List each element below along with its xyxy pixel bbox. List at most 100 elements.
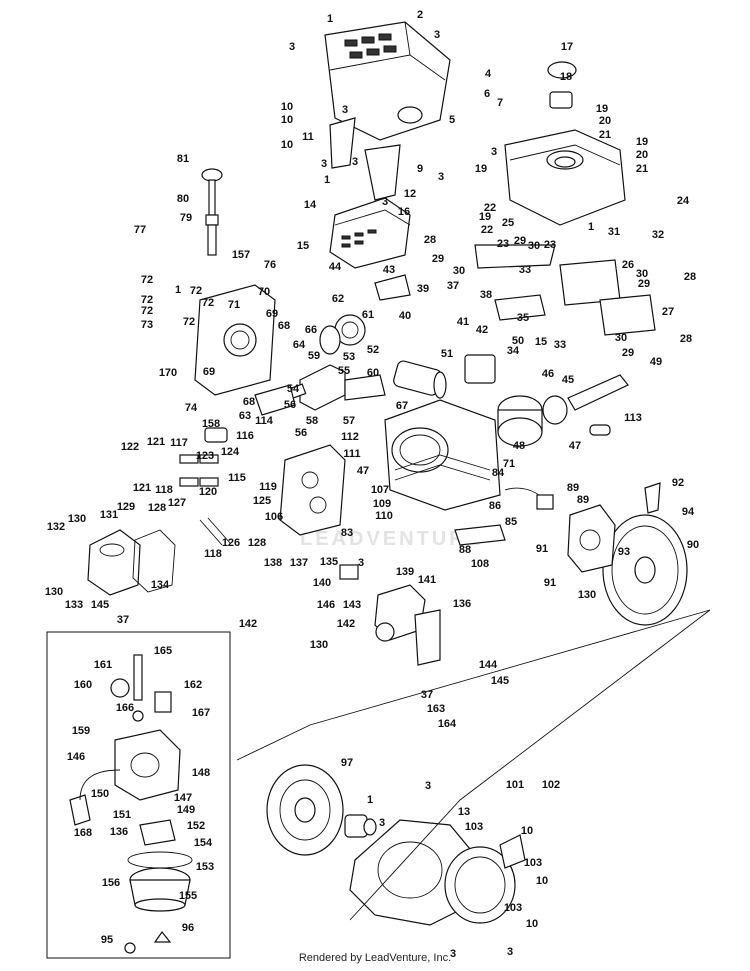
callout-label: 110: [375, 510, 393, 522]
callout-label: 170: [159, 367, 177, 379]
callout-label: 157: [232, 249, 250, 261]
crankcase-cover: [194, 284, 276, 396]
callout-label: 149: [177, 804, 195, 816]
callout-label: 132: [47, 521, 65, 533]
callout-label: 103: [465, 821, 483, 833]
callout-label: 28: [680, 333, 692, 345]
callout-label: 3: [450, 948, 456, 960]
callout-label: 113: [624, 412, 642, 424]
valve-cover: [87, 529, 141, 596]
callout-label: 3: [352, 156, 358, 168]
camshaft: [254, 384, 296, 416]
callout-label: 114: [255, 415, 274, 427]
fuel-cap: [547, 61, 577, 109]
callout-label: 1: [324, 174, 330, 186]
callout-label: 52: [367, 344, 379, 356]
callout-label: 90: [687, 539, 699, 551]
callout-label: 1: [588, 221, 594, 233]
callout-label: 147: [174, 792, 192, 804]
tank-bracket-27: [599, 294, 656, 336]
heat-shield: [329, 117, 356, 169]
callout-label: 30: [636, 268, 648, 280]
callout-label: 18: [560, 71, 572, 83]
callout-label: 28: [684, 271, 696, 283]
piston: [497, 395, 568, 447]
callout-label: 27: [662, 306, 674, 318]
callout-label: 10: [281, 114, 293, 126]
callout-label: 28: [424, 234, 436, 246]
callout-label: 129: [117, 501, 135, 513]
callout-label: 19: [636, 136, 648, 148]
callout-label: 4: [485, 68, 492, 80]
ignition-module: [536, 494, 554, 510]
heat-plate: [414, 609, 441, 666]
callout-label: 121: [133, 482, 151, 494]
callout-label: 22: [481, 224, 493, 236]
callout-label: 154: [194, 837, 213, 849]
callout-label: 3: [342, 104, 348, 116]
callout-label: 35: [517, 312, 529, 324]
callout-label: 137: [290, 557, 308, 569]
callout-label: 3: [438, 171, 444, 183]
callout-label: 161: [94, 659, 112, 671]
callout-label: 9: [417, 163, 423, 175]
callout-label: 47: [569, 440, 581, 452]
callout-label: 16: [398, 206, 410, 218]
callout-label: 69: [203, 366, 215, 378]
callout-label: 33: [554, 339, 566, 351]
callout-label: 91: [536, 543, 548, 555]
callout-label: 10: [526, 918, 538, 930]
callout-label: 130: [578, 589, 596, 601]
callout-label: 41: [457, 316, 469, 328]
callout-label: 77: [134, 224, 146, 236]
callout-label: 145: [491, 675, 509, 687]
callout-label: 10: [521, 825, 533, 837]
callout-label: 20: [599, 115, 611, 127]
callout-label: 148: [192, 767, 210, 779]
callout-label: 42: [476, 324, 488, 336]
callout-label: 68: [243, 396, 255, 408]
callout-label: 72: [141, 305, 153, 317]
callout-label: 21: [599, 129, 611, 141]
callout-label: 130: [45, 586, 63, 598]
callout-label: 33: [519, 264, 531, 276]
callout-label: 30: [453, 265, 465, 277]
throttle-bracket: [374, 274, 411, 301]
callout-label: 23: [544, 239, 556, 251]
callout-label: 72: [202, 297, 214, 309]
push-rods: [199, 517, 231, 546]
callout-label: 70: [258, 286, 270, 298]
callout-label: 72: [141, 274, 153, 286]
callout-label: 124: [221, 446, 240, 458]
callout-label: 31: [608, 226, 620, 238]
callout-label: 56: [284, 399, 296, 411]
callout-label: 54: [287, 383, 300, 395]
callout-label: 135: [320, 556, 338, 568]
callout-label: 109: [373, 498, 391, 510]
callout-label: 30: [528, 240, 540, 252]
callout-label: 19: [475, 163, 487, 175]
callout-label: 97: [341, 757, 353, 769]
callout-label: 7: [497, 97, 503, 109]
callout-label: 15: [297, 240, 309, 252]
callout-label: 57: [343, 415, 355, 427]
callout-label: 1: [327, 13, 333, 25]
callout-label: 145: [91, 599, 109, 611]
callout-label: 11: [302, 131, 314, 143]
callout-label: 156: [102, 877, 120, 889]
callout-label: 93: [618, 546, 630, 558]
callout-label: 125: [253, 495, 271, 507]
callout-label: 62: [332, 293, 344, 305]
choke-lever: [339, 564, 359, 580]
callout-label: 46: [542, 368, 554, 380]
callout-label: 120: [199, 486, 217, 498]
callout-label: 29: [432, 253, 444, 265]
callout-label: 118: [204, 548, 222, 560]
callout-label: 2: [417, 9, 423, 21]
callout-label: 3: [289, 41, 295, 53]
fan-impeller: [266, 764, 344, 856]
callout-label: 60: [367, 367, 379, 379]
callout-label: 94: [682, 506, 695, 518]
